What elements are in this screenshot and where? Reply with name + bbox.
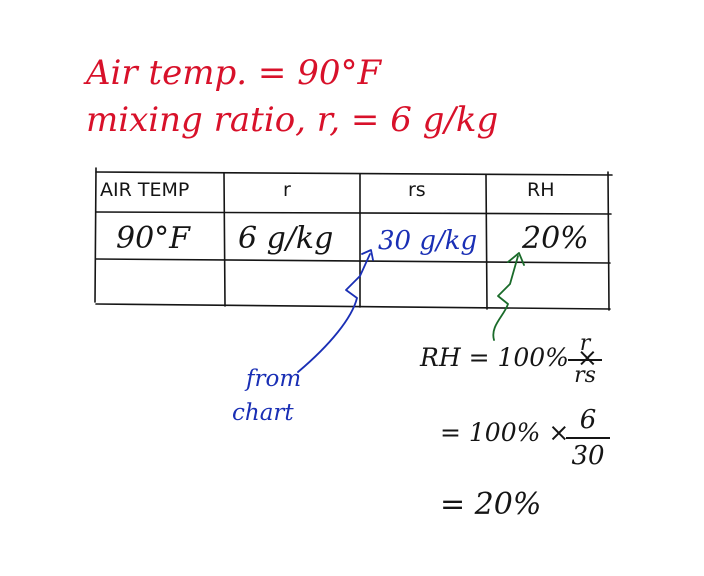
from-chart-arrowhead: [361, 249, 374, 261]
rh-equation-line2: = 100% ×: [440, 418, 570, 447]
table-top-border: [95, 171, 613, 176]
cell-air-temp: 90°F: [116, 221, 190, 256]
table-col-divider-1: [223, 172, 226, 307]
table-col-divider-3: [485, 174, 488, 310]
mixing-ratio-note: mixing ratio, r, = 6 g/kg: [86, 100, 499, 140]
frac2-bar: [566, 437, 610, 439]
frac1-numerator: r: [579, 331, 591, 356]
frac2-numerator: 6: [579, 405, 597, 435]
table-right-border: [607, 171, 610, 311]
rh-equation-result: = 20%: [440, 487, 542, 522]
table-row-divider: [95, 258, 611, 264]
table-left-border: [94, 167, 97, 303]
frac1-denominator: rs: [574, 363, 596, 388]
frac1-bar: [568, 359, 602, 361]
col-header-mixing-ratio: r: [283, 179, 291, 201]
air-temp-note: Air temp. = 90°F: [86, 53, 382, 93]
cell-mixing-ratio: 6 g/kg: [238, 221, 334, 256]
table-header-divider: [95, 211, 612, 215]
col-header-rh: RH: [527, 179, 555, 201]
rh-arrow: [492, 255, 519, 341]
rh-fraction-2: 6 30: [566, 407, 610, 469]
rh-equation-line1: RH = 100% ×: [420, 343, 598, 372]
col-header-saturation-ratio: rs: [408, 179, 426, 201]
from-chart-arrow: [297, 253, 371, 373]
col-header-air-temp: AIR TEMP: [100, 179, 190, 201]
from-label: from: [246, 366, 302, 392]
frac2-denominator: 30: [571, 441, 605, 471]
rh-fraction-1: r rs: [568, 333, 602, 387]
rh-arrowhead: [507, 252, 525, 266]
table-bottom-border: [95, 303, 611, 310]
cell-saturation-ratio: 30 g/kg: [378, 226, 478, 256]
chart-label: chart: [232, 400, 294, 426]
cell-rh: 20%: [522, 221, 589, 256]
